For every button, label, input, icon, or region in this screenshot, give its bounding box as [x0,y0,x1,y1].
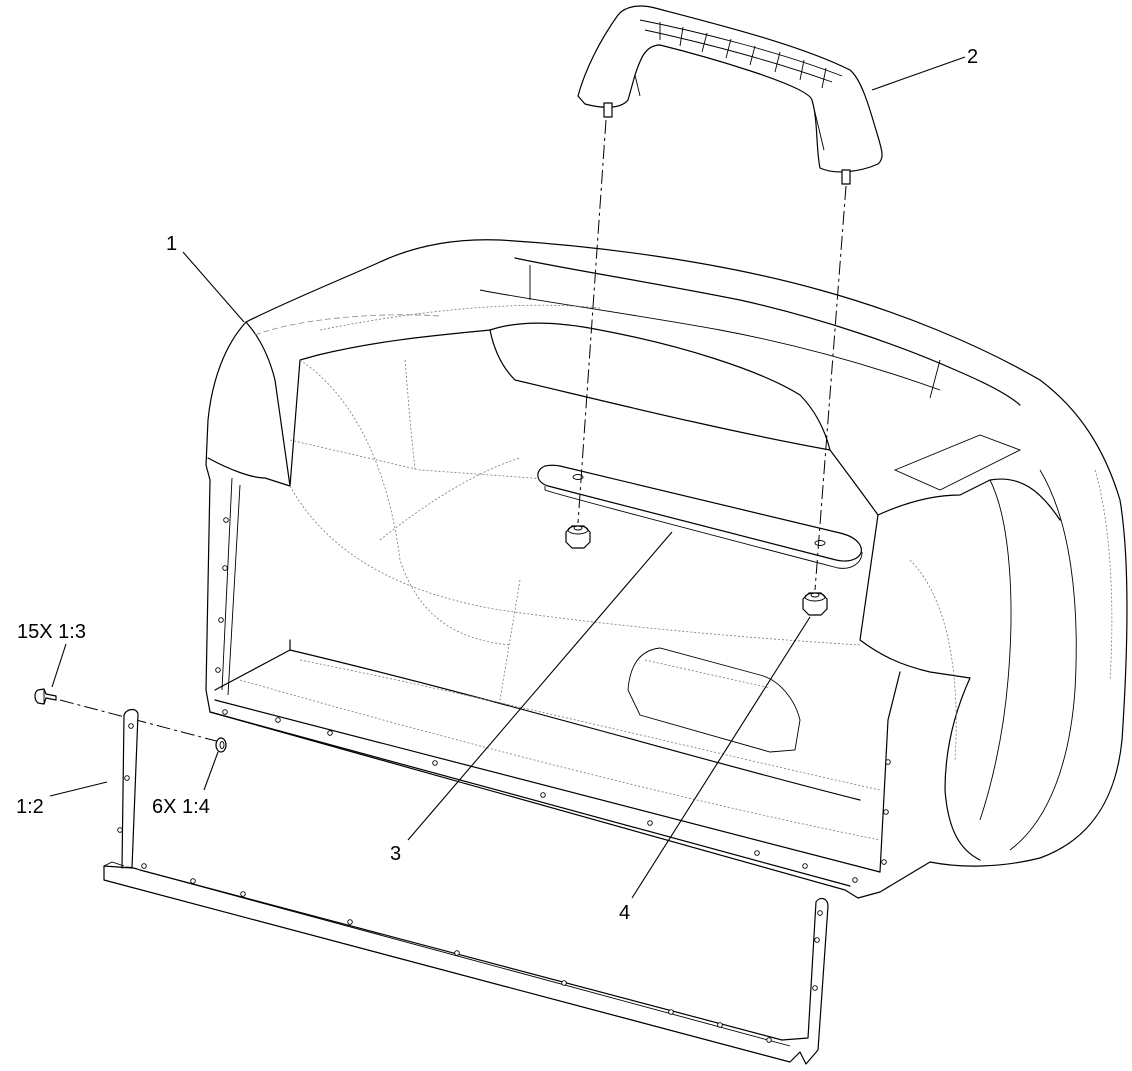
callout-label-1-2: 1:2 [16,796,44,818]
housing-part-1 [205,239,1128,899]
callout-label-1: 1 [166,233,177,255]
callout-label-15x-1-3: 15X 1:3 [17,621,86,643]
callout-label-6x-1-4: 6X 1:4 [152,796,210,818]
leader-line [203,751,219,791]
assembly-centerline [59,699,221,743]
assembly-centerline [814,185,847,591]
strip-part-3 [537,464,863,569]
leader-line [51,643,67,688]
washer-part-1-4 [215,737,227,753]
leader-line [49,781,108,797]
leader-line [871,56,966,91]
leader-line [182,251,245,323]
assembly-centerline [577,119,607,524]
callout-label-4: 4 [619,902,630,924]
callout-label-3: 3 [390,843,401,865]
screw-part-1-3 [34,688,57,705]
leader-line [407,531,673,841]
handle-part-2 [577,5,883,185]
nut-part-4 [565,525,828,616]
bracket-part-1-2 [103,708,829,1065]
leader-line [631,616,811,899]
callout-label-2: 2 [967,46,978,68]
